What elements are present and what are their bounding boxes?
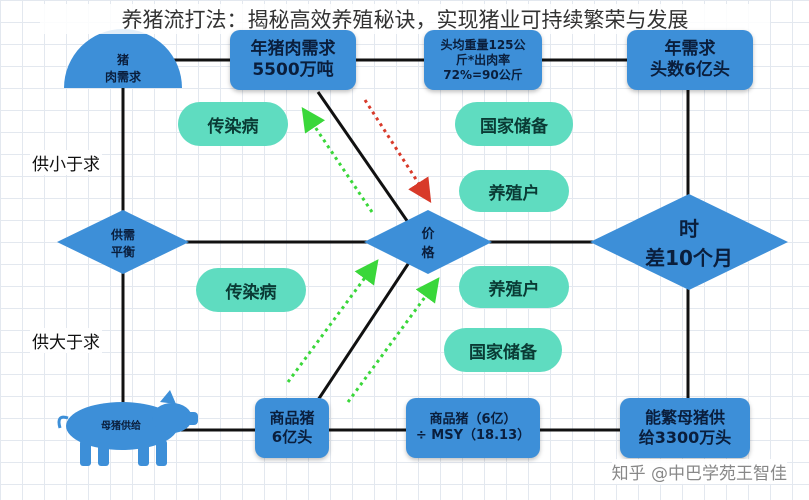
pig-icon bbox=[57, 390, 198, 466]
commercial-pig-line1: 商品猪 bbox=[269, 409, 315, 428]
breeding-sow-box: 能繁母猪供 给3300万头 bbox=[620, 398, 750, 458]
price-diamond-shape bbox=[364, 210, 492, 274]
red-dotted-arrow bbox=[363, 99, 432, 204]
weight-line3: 72%=90公斤 bbox=[443, 67, 523, 82]
breeding-sow-line2: 给3300万头 bbox=[638, 428, 732, 447]
pill-farmer-upper: 养殖户 bbox=[459, 170, 569, 212]
pill-farmer-lower: 养殖户 bbox=[459, 266, 569, 308]
annual-demand-line1: 年猪肉需求 bbox=[250, 38, 336, 59]
weight-line2: 斤*出肉率 bbox=[455, 52, 511, 67]
weight-box: 头均重量125公 斤*出肉率 72%=90公斤 bbox=[424, 30, 542, 90]
price-line1: 价 bbox=[421, 227, 435, 242]
pill-disease-upper: 传染病 bbox=[178, 102, 288, 146]
price-line2: 格 bbox=[421, 246, 435, 261]
annual-demand-box: 年猪肉需求 5500万吨 bbox=[230, 30, 356, 90]
price-diamond-label: 价 格 bbox=[398, 224, 458, 261]
time-lag-line2: 差10个月 bbox=[645, 246, 733, 270]
annual-head-box: 年需求 头数6亿头 bbox=[627, 30, 753, 90]
demand-semicircle-label: 猪 肉需求 bbox=[78, 50, 168, 86]
annual-demand-line2: 5500万吨 bbox=[252, 60, 334, 80]
diagonal-upper bbox=[316, 91, 414, 229]
sow-supply-label: 母猪供给 bbox=[101, 420, 141, 432]
annual-head-line2: 头数6亿头 bbox=[650, 60, 730, 80]
green-dotted-arrow-lower-right bbox=[346, 277, 440, 403]
side-label-supply-less: 供小于求 bbox=[30, 150, 102, 175]
time-lag-diamond-shape bbox=[590, 194, 788, 290]
pill-reserve-lower: 国家储备 bbox=[444, 328, 562, 372]
green-dotted-arrow-upper bbox=[301, 107, 374, 213]
balance-line1: 供需 bbox=[110, 228, 135, 242]
demand-semicircle-shape bbox=[64, 29, 182, 88]
pill-disease-lower: 传染病 bbox=[196, 268, 306, 312]
diagonal-lower bbox=[316, 257, 414, 401]
watermark-text: 知乎 @中巴学苑王智佳 bbox=[611, 459, 787, 484]
breeding-sow-line1: 能繁母猪供 bbox=[644, 408, 725, 427]
semicircle-line2: 肉需求 bbox=[104, 70, 141, 84]
commercial-pig-line2: 6亿头 bbox=[271, 428, 313, 446]
weight-line1: 头均重量125公 bbox=[440, 37, 526, 52]
annual-head-line1: 年需求 bbox=[664, 38, 716, 59]
pill-reserve-upper: 国家储备 bbox=[455, 102, 573, 146]
commercial-pig-box: 商品猪 6亿头 bbox=[255, 398, 329, 458]
msy-line2: ÷ MSY（18.13） bbox=[415, 428, 531, 443]
side-label-supply-more: 供大于求 bbox=[30, 328, 102, 353]
semicircle-line1: 猪 bbox=[116, 53, 129, 67]
msy-box: 商品猪（6亿） ÷ MSY（18.13） bbox=[406, 398, 540, 458]
time-lag-diamond-label: 时 差10个月 bbox=[629, 214, 749, 270]
balance-diamond-label: 供需 平衡 bbox=[93, 226, 153, 260]
page-title: 养猪流打法：揭秘高效养殖秘诀，实现猪业可持续繁荣与发展 bbox=[40, 4, 770, 34]
balance-diamond-shape bbox=[57, 210, 189, 274]
msy-line1: 商品猪（6亿） bbox=[429, 411, 517, 427]
time-lag-line1: 时 bbox=[679, 217, 699, 241]
balance-line2: 平衡 bbox=[110, 245, 135, 259]
